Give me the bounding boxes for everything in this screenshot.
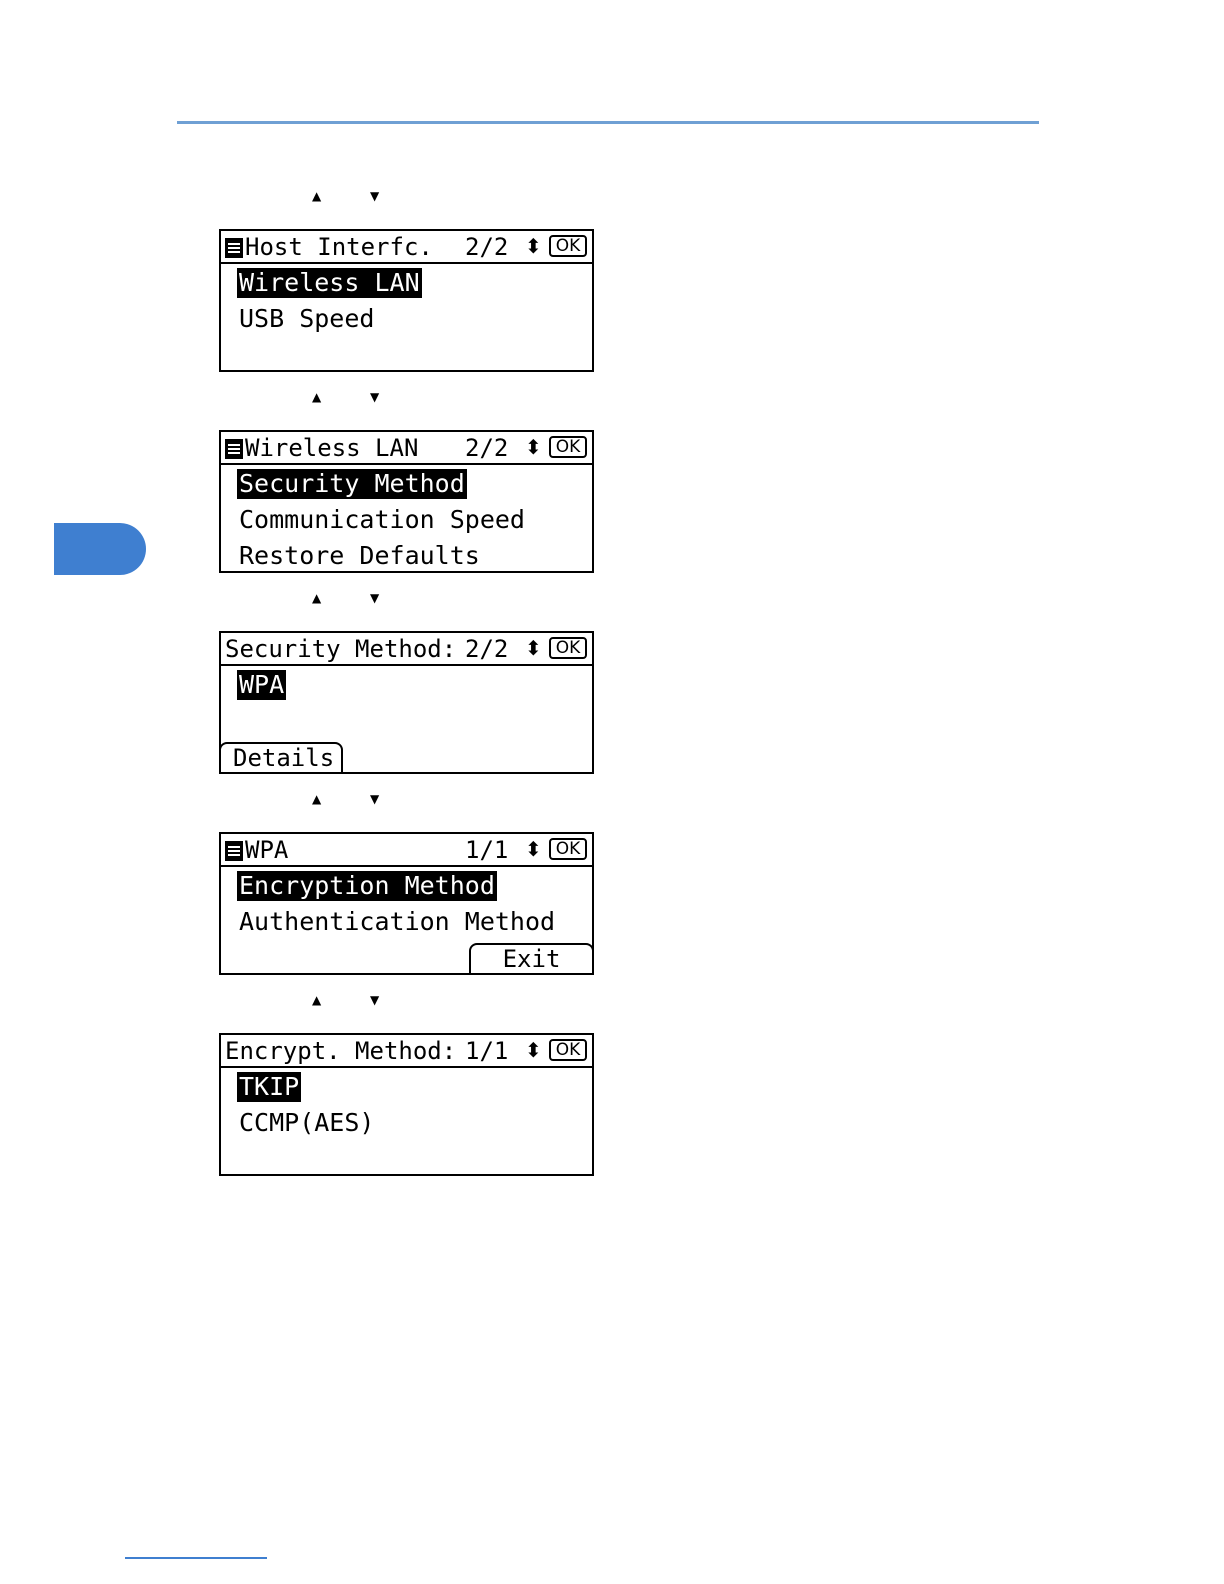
footer-rule xyxy=(125,1557,267,1559)
menu-item-usb-speed[interactable]: USB Speed xyxy=(237,304,376,334)
lcd-title: Security Method: xyxy=(225,634,456,664)
lcd-title: Wireless LAN xyxy=(245,434,418,462)
up-arrow-icon: ▲ xyxy=(312,992,321,1008)
lcd-title: Host Interfc. xyxy=(245,233,433,261)
scroll-updown-icon: ⬍ xyxy=(525,235,542,257)
menu-item-tkip[interactable]: TKIP xyxy=(237,1072,301,1102)
page-indicator: 1/1 xyxy=(465,835,508,865)
ok-key-icon: OK xyxy=(549,436,587,458)
menu-item-ccmp-aes[interactable]: CCMP(AES) xyxy=(237,1108,376,1138)
lcd-title: WPA xyxy=(245,836,288,864)
scroll-updown-icon: ⬍ xyxy=(525,637,542,659)
down-arrow-icon: ▼ xyxy=(370,992,379,1008)
scroll-updown-icon: ⬍ xyxy=(525,838,542,860)
down-arrow-icon: ▼ xyxy=(370,590,379,606)
arrow-keys-hint: ▲ ▼ xyxy=(312,389,392,405)
ok-key-icon: OK xyxy=(549,235,587,257)
down-arrow-icon: ▼ xyxy=(370,389,379,405)
page-indicator: 2/2 xyxy=(465,634,508,664)
arrow-keys-hint: ▲ ▼ xyxy=(312,791,392,807)
arrow-keys-hint: ▲ ▼ xyxy=(312,992,392,1008)
lcd-header: Encrypt. Method: 1/1 ⬍ OK xyxy=(221,1035,592,1068)
up-arrow-icon: ▲ xyxy=(312,590,321,606)
lcd-screen-encrypt-method: Encrypt. Method: 1/1 ⬍ OK TKIP CCMP(AES) xyxy=(219,1033,594,1176)
menu-icon xyxy=(225,841,243,861)
scroll-updown-icon: ⬍ xyxy=(525,1039,542,1061)
menu-item-authentication-method[interactable]: Authentication Method xyxy=(237,907,557,937)
ok-key-icon: OK xyxy=(549,637,587,659)
menu-item-communication-speed[interactable]: Communication Speed xyxy=(237,505,527,535)
up-arrow-icon: ▲ xyxy=(312,188,321,204)
menu-item-restore-defaults[interactable]: Restore Defaults xyxy=(237,541,482,571)
lcd-screen-wpa: WPA 1/1 ⬍ OK Encryption Method Authentic… xyxy=(219,832,594,975)
menu-item-wireless-lan[interactable]: Wireless LAN xyxy=(237,268,422,298)
ok-key-icon: OK xyxy=(549,1039,587,1061)
lcd-screen-host-interface: Host Interfc. 2/2 ⬍ OK Wireless LAN USB … xyxy=(219,229,594,372)
exit-softkey[interactable]: Exit xyxy=(469,943,594,975)
header-rule xyxy=(177,121,1039,124)
ok-key-icon: OK xyxy=(549,838,587,860)
down-arrow-icon: ▼ xyxy=(370,188,379,204)
down-arrow-icon: ▼ xyxy=(370,791,379,807)
menu-item-encryption-method[interactable]: Encryption Method xyxy=(237,871,497,901)
details-softkey[interactable]: Details xyxy=(219,742,343,774)
menu-icon xyxy=(225,238,243,258)
menu-item-security-method[interactable]: Security Method xyxy=(237,469,467,499)
lcd-screen-wireless-lan: Wireless LAN 2/2 ⬍ OK Security Method Co… xyxy=(219,430,594,573)
scroll-updown-icon: ⬍ xyxy=(525,436,542,458)
lcd-header: Wireless LAN 2/2 ⬍ OK xyxy=(221,432,592,465)
lcd-screen-security-method: Security Method: 2/2 ⬍ OK WPA Details xyxy=(219,631,594,774)
up-arrow-icon: ▲ xyxy=(312,389,321,405)
page-indicator: 2/2 xyxy=(465,232,508,262)
lcd-header: Security Method: 2/2 ⬍ OK xyxy=(221,633,592,666)
chapter-tab xyxy=(54,523,146,575)
lcd-header: WPA 1/1 ⬍ OK xyxy=(221,834,592,867)
menu-icon xyxy=(225,439,243,459)
arrow-keys-hint: ▲ ▼ xyxy=(312,188,392,204)
page-indicator: 1/1 xyxy=(465,1036,508,1066)
menu-item-wpa[interactable]: WPA xyxy=(237,670,286,700)
lcd-title: Encrypt. Method: xyxy=(225,1036,456,1066)
page-indicator: 2/2 xyxy=(465,433,508,463)
arrow-keys-hint: ▲ ▼ xyxy=(312,590,392,606)
up-arrow-icon: ▲ xyxy=(312,791,321,807)
lcd-header: Host Interfc. 2/2 ⬍ OK xyxy=(221,231,592,264)
